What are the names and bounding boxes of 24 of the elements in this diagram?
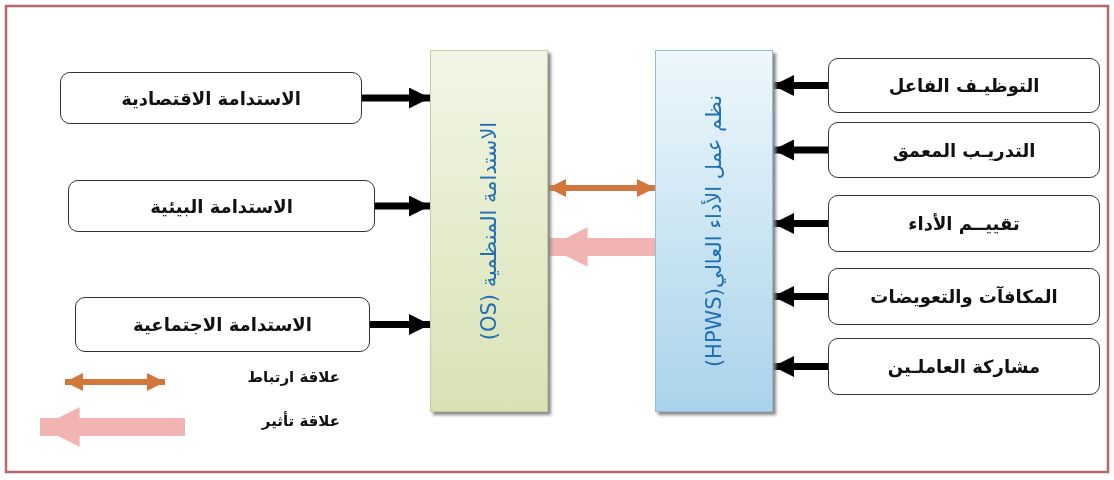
dimension-box: تقييــم الأداء <box>828 195 1100 252</box>
arrow <box>773 213 828 234</box>
arrow <box>773 356 828 377</box>
arrow <box>773 286 828 307</box>
dimension-box: الاستدامة البيئية <box>68 180 375 232</box>
dimension-box: التوظيـف الفاعل <box>828 58 1100 113</box>
arrow <box>548 179 655 197</box>
dimension-box: مشاركة العاملـين <box>828 338 1100 395</box>
dimension-box: الاستدامة الاقتصادية <box>60 72 362 124</box>
arrow <box>773 75 828 96</box>
dimension-box: الاستدامة الاجتماعية <box>75 297 370 352</box>
dimension-box: التدريـب المعمق <box>828 122 1100 178</box>
vertical-label: نظم عمل الأداء العالي(HPWS) <box>702 94 726 368</box>
legend-text: علاقة ارتباط <box>246 368 340 386</box>
column-box <box>655 50 773 412</box>
dimension-box: المكافآت والتعويضات <box>828 268 1100 325</box>
legend-text: علاقة تأثير <box>260 412 340 430</box>
column-box <box>430 50 548 412</box>
arrow <box>375 195 430 217</box>
arrow <box>370 314 430 335</box>
vertical-label: الاستدامة المنظمية (OS) <box>477 121 501 341</box>
arrow <box>548 227 655 267</box>
arrow <box>362 87 430 109</box>
arrow <box>773 139 828 161</box>
